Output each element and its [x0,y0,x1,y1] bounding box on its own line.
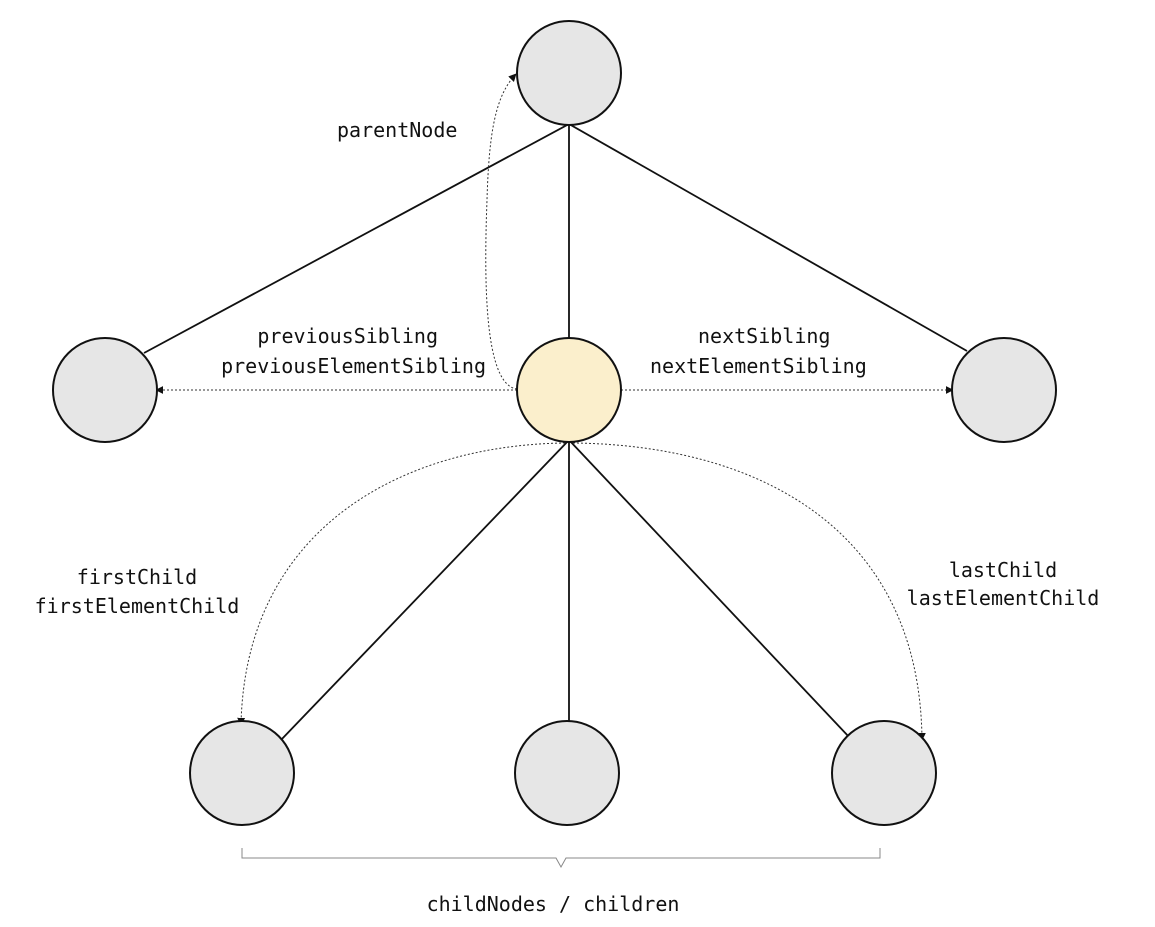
first-element-child-label: firstElementChild [35,594,240,618]
children-brace [241,848,881,869]
last-element-child-label: lastElementChild [907,586,1100,610]
edge-parent-to-left-sibling [143,123,570,354]
next-sibling-node [951,337,1057,443]
parent-node-label: parentNode [337,118,457,142]
first-child-arrow [237,442,566,726]
edge-parent-to-right-sibling [568,123,968,352]
first-child-node [189,720,295,826]
current-node [516,337,622,443]
previous-sibling-label: previousSibling [257,324,438,348]
previous-sibling-node [52,337,158,443]
last-child-arrow [572,442,926,741]
edge-current-to-first-child [279,439,570,742]
last-child-label: lastChild [949,558,1057,582]
next-element-sibling-label: nextElementSibling [650,354,867,378]
parent-node [516,20,622,126]
previous-element-sibling-label: previousElementSibling [221,354,486,378]
parent-node-arrow [485,73,518,390]
first-child-label: firstChild [77,565,197,589]
next-sibling-label: nextSibling [698,324,830,348]
edge-current-to-last-child [568,439,851,739]
middle-child-node [514,720,620,826]
last-child-node [831,720,937,826]
child-nodes-children-label: childNodes / children [427,892,680,916]
